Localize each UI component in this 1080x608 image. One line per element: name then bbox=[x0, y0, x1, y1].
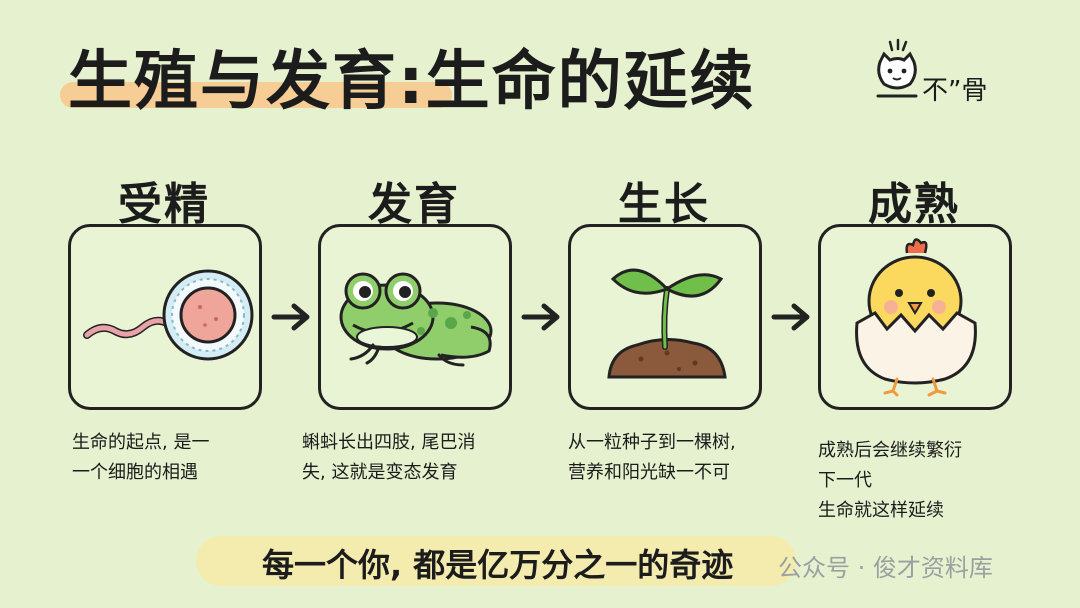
arrow-right-icon bbox=[521, 303, 560, 331]
stage-title-growth: 生长 bbox=[618, 179, 710, 230]
cat-face-icon bbox=[876, 38, 918, 98]
card-maturity bbox=[818, 224, 1012, 410]
card-growth bbox=[568, 224, 762, 410]
description-fertilization: 生命的起点, 是一 一个细胞的相遇 bbox=[72, 432, 210, 483]
stage-title-maturity: 成熟 bbox=[868, 179, 960, 230]
sperm-egg-illustration bbox=[83, 269, 254, 361]
description-growth: 从一粒种子到一棵树, 营养和阳光缺一不可 bbox=[568, 432, 736, 483]
page-title: 生殖与发育:生命的延续 bbox=[68, 45, 756, 119]
card-development bbox=[318, 224, 512, 410]
watermark: 公众号 · 俊才资料库 bbox=[778, 554, 993, 582]
sprout-illustration bbox=[607, 268, 727, 379]
stage-title-fertilization: 受精 bbox=[118, 179, 210, 230]
footer-slogan: 每一个你, 都是亿万分之一的奇迹 bbox=[262, 546, 734, 584]
frog-illustration bbox=[339, 272, 493, 367]
description-maturity: 成熟后会继续繁衍 下一代 生命就这样延续 bbox=[818, 440, 962, 521]
arrow-right-icon bbox=[771, 303, 810, 331]
chick-illustration bbox=[855, 238, 977, 397]
stage-title-development: 发育 bbox=[368, 179, 460, 230]
title-area: 生殖与发育:生命的延续 bbox=[60, 22, 940, 122]
description-development: 蝌蚪长出四肢, 尾巴消 失, 这就是变态发育 bbox=[302, 432, 476, 483]
footer-highlight bbox=[196, 536, 796, 586]
logo-text: 不”骨 bbox=[922, 76, 988, 106]
card-fertilization bbox=[68, 224, 262, 410]
logo: 不”骨 bbox=[872, 38, 1022, 108]
title-highlight bbox=[60, 82, 452, 108]
arrow-right-icon bbox=[271, 303, 310, 331]
